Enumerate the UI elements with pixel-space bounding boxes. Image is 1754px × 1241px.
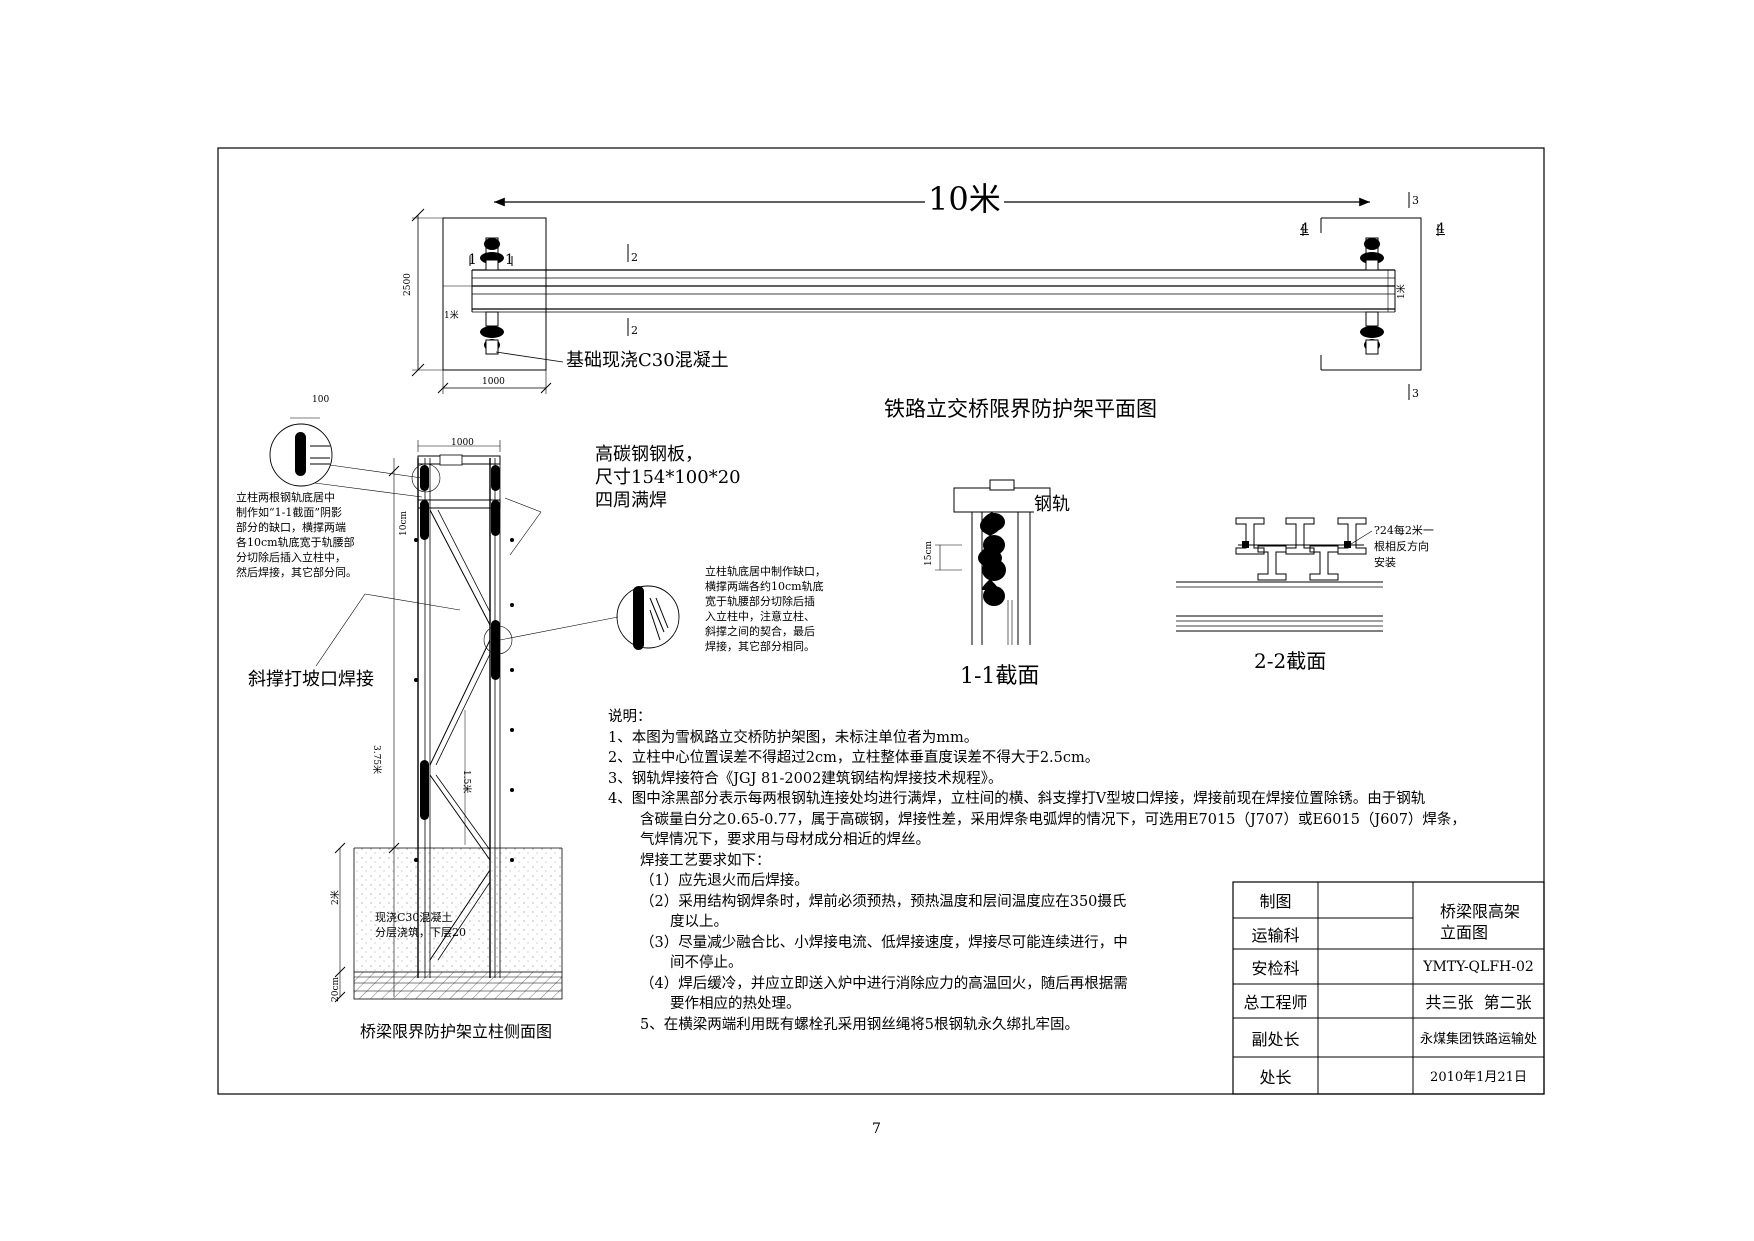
tb-row-deputy-director: 副处长 <box>1251 1029 1300 1049</box>
detail-right-note-5: 斜撑之间的契合，最后 <box>705 625 815 638</box>
brace-note: 斜撑打坡口焊接 <box>248 669 374 690</box>
note-item: 含碳量白分之0.65-0.77，属于高碳钢，焊接性差，采用焊条电弧焊的情况下，可… <box>640 811 1466 828</box>
tb-row-transport: 运输科 <box>1251 925 1300 945</box>
notes-heading: 说明： <box>608 709 652 725</box>
note-item: （3）尽量减少融合比、小焊接电流、低焊接速度，焊接尽可能连续进行，中 <box>640 934 1128 951</box>
note-item: 气焊情况下，要求用与母材成分相近的焊丝。 <box>640 832 930 848</box>
note-item: 要作相应的热处理。 <box>670 996 801 1012</box>
plan-dim-1m-left: 1米 <box>444 311 459 321</box>
plate-note-line-3: 四周满焊 <box>595 490 667 511</box>
elev-dim-100: 100 <box>312 395 330 405</box>
elev-dim-20cm: 20cm <box>331 976 341 1002</box>
tb-sheet-count: 共三张 第二张 <box>1425 993 1532 1012</box>
detail-right-note-3: 宽于轨腰部分切除后插 <box>705 595 815 608</box>
section-mark-1a: 1 <box>468 252 477 268</box>
note-item: 4、图中涂黑部分表示每两根钢轨连接处均进行满焊，立柱间的横、斜支撑打V型坡口焊接… <box>608 791 1426 807</box>
section-1-1-dim-15cm: 15cm <box>924 540 934 566</box>
concrete-note-line-1: 现浇C30混凝土 <box>375 911 453 924</box>
plate-note-line-2: 尺寸154*100*20 <box>595 467 741 488</box>
bolt-note-line-1: ?24每2米一 <box>1374 524 1434 537</box>
sheet-border <box>217 147 1545 1095</box>
elev-dim-15: 1.5米 <box>461 770 471 794</box>
tb-row-drawn-by: 制图 <box>1259 892 1292 911</box>
plan-dim-2500: 2500 <box>403 273 413 296</box>
tb-drawing-name-line-2: 立面图 <box>1440 923 1489 942</box>
detail-left-note-3: 部分的缺口，横撑两端 <box>236 521 346 534</box>
note-item: 间不停止。 <box>670 955 743 971</box>
detail-right-note-2: 横撑两端各约10cm轨底 <box>705 580 824 593</box>
detail-right-note-6: 焊接，其它部分相同。 <box>705 640 815 653</box>
elev-dim-2m: 2米 <box>331 890 341 905</box>
note-item: 2、立柱中心位置误差不得超过2cm，立柱整体垂直度误差不得大于2.5cm。 <box>608 750 1100 766</box>
page-number: 7 <box>872 1121 881 1137</box>
note-item: （1）应先退火而后焊接。 <box>640 873 809 889</box>
tb-date: 2010年1月21日 <box>1430 1070 1527 1085</box>
note-item: 5、在横梁两端利用既有螺栓孔采用钢丝绳将5根钢轨永久绑扎牢固。 <box>640 1016 1079 1033</box>
foundation-label: 基础现浇C30混凝土 <box>566 350 729 371</box>
title-block <box>1232 881 1545 1095</box>
span-dimension-label: 10米 <box>925 183 1004 215</box>
general-notes: 说明： 1、本图为雪枫路立交桥防护架图，未标注单位者为mm。 2、立柱中心位置误… <box>608 707 1466 1035</box>
note-item: （4）焊后缓冷，并应立即送入炉中进行消除应力的高温回火，随后再根据需 <box>640 975 1128 992</box>
detail-left-note-6: 然后焊接，其它部分同。 <box>236 566 357 579</box>
section-2-2 <box>1176 517 1383 632</box>
section-mark-4b: 4 <box>1436 221 1445 237</box>
section-mark-2b: 2 <box>631 324 638 337</box>
plan-dim-1000: 1000 <box>482 377 505 387</box>
note-item: 3、钢轨焊接符合《JGJ 81-2002建筑钢结构焊接技术规程》。 <box>608 770 1003 787</box>
elev-dim-1000: 1000 <box>451 438 474 448</box>
detail-right-note-1: 立柱轨底居中制作缺口， <box>705 565 826 578</box>
elevation-view <box>269 417 680 1003</box>
note-item: （2）采用结构钢焊条时，焊前必须预热，预热温度和层间温度应在350摄氏 <box>640 893 1127 910</box>
section-mark-1b: 1 <box>505 252 514 268</box>
section-mark-3b: 3 <box>1412 387 1419 400</box>
elev-dim-10cm: 10cm <box>399 510 409 536</box>
tb-row-chief-engineer: 总工程师 <box>1243 993 1308 1012</box>
detail-left-note-4: 各10cm轨底宽于轨腰部 <box>236 536 355 549</box>
detail-left-note-5: 分切除后插入立柱中， <box>236 551 346 564</box>
note-item: 1、本图为雪枫路立交桥防护架图，未标注单位者为mm。 <box>608 729 979 746</box>
section-1-1 <box>935 479 1061 645</box>
section-mark-3a: 3 <box>1412 194 1419 207</box>
tb-drawing-name-line-1: 桥梁限高架 <box>1440 902 1521 921</box>
section-mark-2a: 2 <box>631 251 638 264</box>
note-item: 焊接工艺要求如下： <box>640 852 771 869</box>
tb-company: 永煤集团铁路运输处 <box>1419 1032 1537 1047</box>
plan-view <box>411 192 1439 400</box>
tb-drawing-number: YMTY-QLFH-02 <box>1423 958 1534 975</box>
detail-right-note-4: 入立柱中，注意立柱、 <box>705 610 815 623</box>
section-2-2-title: 2-2截面 <box>1254 649 1327 673</box>
section-1-1-title: 1-1截面 <box>960 664 1040 689</box>
bolt-note-line-2: 根相反方向 <box>1374 540 1429 553</box>
detail-left-note-1: 立柱两根钢轨底居中 <box>236 491 335 504</box>
concrete-note-line-2: 分层浇筑，下层20 <box>375 926 466 939</box>
tb-row-safety: 安检科 <box>1251 958 1300 978</box>
plan-dim-1m-right: 1米 <box>1397 284 1407 299</box>
plate-note-line-1: 高碳钢钢板， <box>595 444 703 465</box>
plan-title: 铁路立交桥限界防护架平面图 <box>884 397 1157 421</box>
section-mark-4a: 4 <box>1300 221 1309 237</box>
note-item: 度以上。 <box>670 914 728 930</box>
elev-dim-375: 3.75米 <box>371 745 381 775</box>
tb-row-director: 处长 <box>1259 1067 1292 1087</box>
bolt-note-line-3: 安装 <box>1374 556 1396 569</box>
section-1-1-rail-label: 钢轨 <box>1034 494 1070 515</box>
detail-left-note-2: 制作如“1-1截面”阴影 <box>236 506 342 519</box>
elevation-title: 桥梁限界防护架立柱侧面图 <box>360 1022 553 1041</box>
